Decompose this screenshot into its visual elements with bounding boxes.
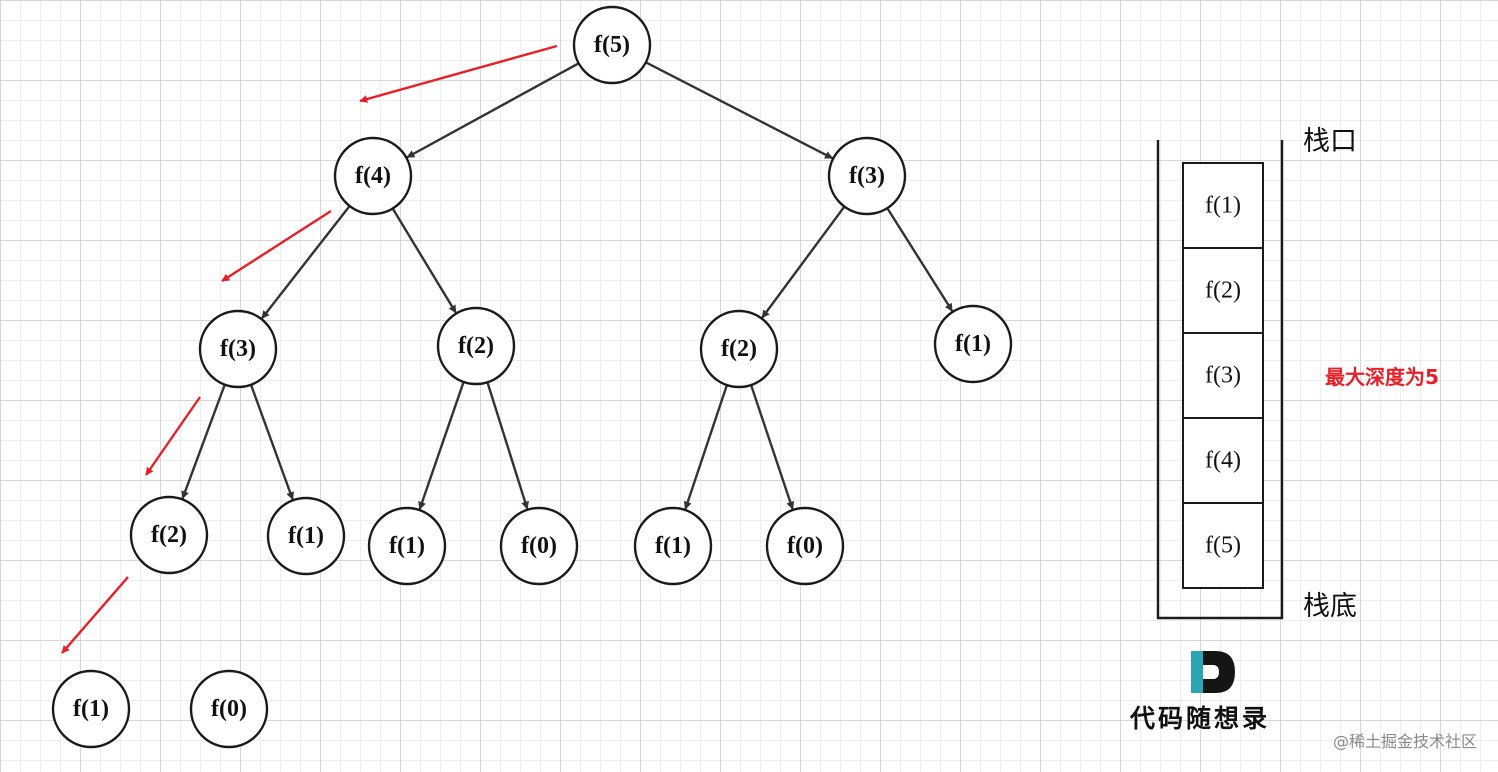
tree-node: f(5) — [572, 5, 652, 85]
tree-node-label: f(1) — [73, 696, 109, 722]
tree-edge — [645, 61, 834, 160]
tree-node: f(0) — [499, 506, 579, 586]
tree-node-label: f(0) — [521, 533, 557, 559]
stack-container — [1156, 140, 1284, 620]
stack-top-label: 栈口 — [1303, 126, 1357, 157]
tree-node-label: f(0) — [211, 696, 247, 722]
tree-edge — [181, 384, 226, 500]
tree-node-circle — [499, 506, 579, 586]
tree-node-circle — [827, 136, 907, 216]
tree-node-circle — [198, 309, 278, 389]
tree-node-circle — [266, 496, 346, 576]
tree-edge — [261, 205, 351, 319]
stack-cells: f(1) f(2) f(3) f(4) f(5) — [1182, 162, 1264, 589]
stack-frame — [1182, 162, 1264, 249]
call-arrow-5-to-4 — [359, 44, 558, 103]
tree-node-circle — [633, 506, 713, 586]
tree-edge — [761, 205, 846, 319]
tree-node: f(1) — [367, 506, 447, 586]
tree-node-circle — [699, 309, 779, 389]
stack-frame-label: f(3) — [1205, 363, 1241, 389]
tree-edge — [249, 384, 294, 501]
call-arrow-2-to-1 — [61, 576, 129, 654]
tree-edge — [418, 381, 465, 510]
tree-node-label: f(4) — [355, 163, 391, 189]
call-stack: f(1) f(2) f(3) f(4) f(5) 栈口 栈底 最大深度为5 — [1156, 126, 1439, 622]
brand-logo: 代码随想录 — [1129, 651, 1270, 733]
tree-edge — [886, 207, 954, 312]
stack-frame-label: f(5) — [1205, 533, 1241, 559]
tree-edge — [391, 207, 457, 314]
tree-node: f(2) — [436, 306, 516, 386]
tree-node-label: f(2) — [458, 333, 494, 359]
stack-bottom-label: 栈底 — [1303, 591, 1357, 622]
tree-node-label: f(1) — [955, 331, 991, 357]
tree-node-circle — [572, 5, 652, 85]
tree-node-label: f(0) — [787, 533, 823, 559]
tree-node-circle — [765, 506, 845, 586]
tree-node-label: f(3) — [849, 163, 885, 189]
tree-edge — [486, 381, 529, 510]
tree-node: f(2) — [129, 495, 209, 575]
stack-frame — [1182, 247, 1264, 334]
tree-node: f(1) — [933, 304, 1013, 384]
tree-node: f(3) — [198, 309, 278, 389]
tree-nodes: f(5) f(4) f(3) f(3) f(2) f(2) f(1) f(2) f(1) f(1)… — [51, 5, 1013, 749]
stack-frame — [1182, 502, 1264, 589]
tree-node-label: f(3) — [220, 336, 256, 362]
tree-node-circle — [129, 495, 209, 575]
tree-node: f(1) — [266, 496, 346, 576]
tree-node-label: f(2) — [151, 522, 187, 548]
tree-node: f(0) — [765, 506, 845, 586]
call-arrow-3-to-2 — [145, 396, 201, 476]
tree-node-circle — [933, 304, 1013, 384]
tree-edges — [181, 61, 954, 510]
stack-frame-label: f(2) — [1205, 278, 1241, 304]
tree-node-circle — [189, 669, 269, 749]
tree-node-label: f(1) — [655, 533, 691, 559]
source-watermark: @稀土掘金技术社区 — [1333, 732, 1477, 751]
stack-frame — [1182, 332, 1264, 419]
max-depth-note: 最大深度为5 — [1325, 365, 1439, 389]
call-path-arrows — [61, 44, 558, 654]
tree-edge — [683, 384, 729, 510]
tree-node: f(1) — [51, 669, 131, 749]
tree-edge — [406, 62, 580, 159]
stack-frame-label: f(1) — [1205, 193, 1241, 219]
tree-node-circle — [333, 136, 413, 216]
stack-frame — [1182, 417, 1264, 504]
letter-d-logo-icon — [1191, 651, 1235, 693]
stack-frame-label: f(4) — [1205, 448, 1241, 474]
tree-node-label: f(5) — [594, 32, 630, 58]
tree-node: f(0) — [189, 669, 269, 749]
call-arrow-4-to-3 — [221, 209, 332, 283]
brand-logo-text: 代码随想录 — [1129, 704, 1270, 733]
tree-node-circle — [367, 506, 447, 586]
tree-node-circle — [51, 669, 131, 749]
tree-node-circle — [436, 306, 516, 386]
tree-node: f(3) — [827, 136, 907, 216]
tree-edge — [749, 384, 795, 510]
tree-node-label: f(1) — [389, 533, 425, 559]
tree-node: f(4) — [333, 136, 413, 216]
tree-node: f(2) — [699, 309, 779, 389]
tree-node-label: f(1) — [288, 523, 324, 549]
tree-node-label: f(2) — [721, 336, 757, 362]
tree-node: f(1) — [633, 506, 713, 586]
